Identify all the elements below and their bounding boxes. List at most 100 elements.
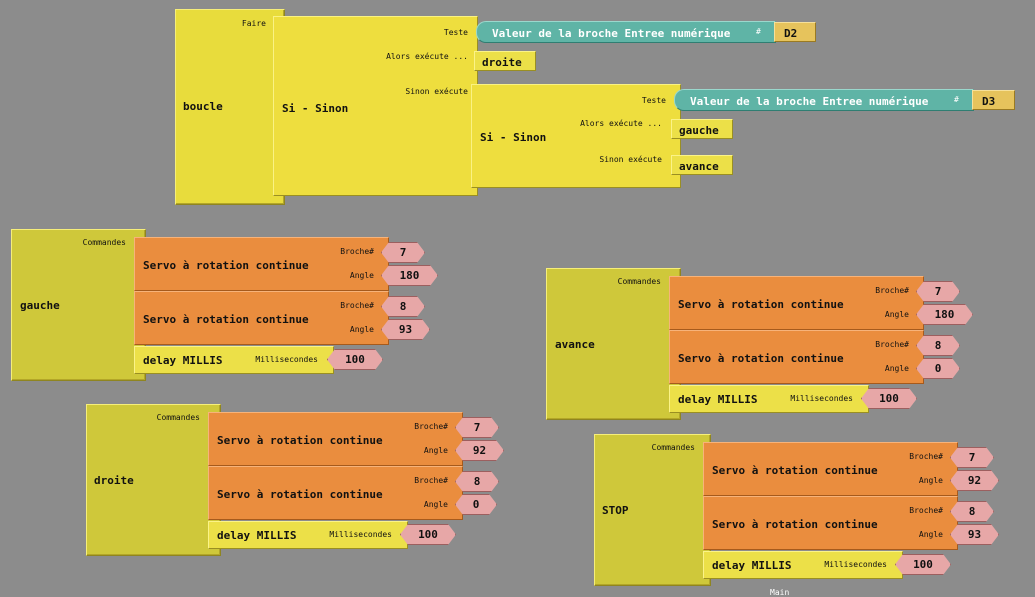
pin-d3-label: D3 xyxy=(982,95,996,108)
procedure-gauche-name: gauche xyxy=(20,299,60,312)
procedure-avance[interactable] xyxy=(546,268,681,420)
millisecondes-value[interactable]: 100 xyxy=(861,388,917,409)
angle-label: Angle xyxy=(349,271,374,280)
procedure-stop[interactable] xyxy=(594,434,711,586)
millisecondes-label: Millisecondes xyxy=(255,355,318,364)
call-droite-label: droite xyxy=(482,56,522,69)
angle-label: Angle xyxy=(918,476,943,485)
servo-label: Servo à rotation continue xyxy=(217,488,383,501)
procedure-stop-commandes: Commandes xyxy=(651,443,695,452)
angle-value[interactable]: 180 xyxy=(381,265,438,286)
if1-hash: # xyxy=(756,27,761,36)
broche-label: Broche# xyxy=(414,476,448,485)
millisecondes-label: Millisecondes xyxy=(329,530,392,539)
if2-alors-label: Alors exécute ... xyxy=(580,119,662,128)
millisecondes-value[interactable]: 100 xyxy=(327,349,383,370)
broche-value[interactable]: 7 xyxy=(381,242,425,263)
if1-sensor-label: Valeur de la broche Entree numérique xyxy=(492,27,731,40)
broche-label: Broche# xyxy=(340,301,374,310)
servo-block-gauche-2[interactable] xyxy=(134,291,389,345)
if2-sensor-label: Valeur de la broche Entree numérique xyxy=(690,95,929,108)
servo-label: Servo à rotation continue xyxy=(143,313,309,326)
if2-title: Si - Sinon xyxy=(480,131,547,144)
if-else-block-2[interactable] xyxy=(471,84,681,188)
angle-value[interactable]: 92 xyxy=(950,470,999,491)
if2-hash: # xyxy=(954,95,959,104)
angle-value[interactable]: 92 xyxy=(455,440,504,461)
servo-block-avance-2[interactable] xyxy=(669,330,924,384)
servo-block-stop-2[interactable] xyxy=(703,496,958,550)
servo-label: Servo à rotation continue xyxy=(712,464,878,477)
procedure-gauche-commandes: Commandes xyxy=(82,238,126,247)
servo-block-droite-1[interactable] xyxy=(208,412,463,466)
broche-label: Broche# xyxy=(909,506,943,515)
broche-label: Broche# xyxy=(909,452,943,461)
procedure-droite-commandes: Commandes xyxy=(156,413,200,422)
procedure-gauche[interactable] xyxy=(11,229,146,381)
call-avance-block[interactable] xyxy=(671,155,733,175)
angle-value[interactable]: 0 xyxy=(916,358,960,379)
millisecondes-value[interactable]: 100 xyxy=(895,554,951,575)
broche-value[interactable]: 7 xyxy=(950,447,994,468)
procedure-stop-name: STOP xyxy=(602,504,629,517)
servo-label: Servo à rotation continue xyxy=(217,434,383,447)
call-gauche-block[interactable] xyxy=(671,119,733,139)
delay-block-stop[interactable] xyxy=(703,551,903,579)
loop-block[interactable] xyxy=(175,9,285,205)
millisecondes-label: Millisecondes xyxy=(790,394,853,403)
broche-value[interactable]: 8 xyxy=(455,471,499,492)
angle-label: Angle xyxy=(918,530,943,539)
loop-name: boucle xyxy=(183,100,223,113)
servo-block-droite-2[interactable] xyxy=(208,466,463,520)
if1-title: Si - Sinon xyxy=(282,102,349,115)
broche-value[interactable]: 8 xyxy=(916,335,960,356)
pin-select-d3[interactable] xyxy=(972,90,1015,110)
broche-label: Broche# xyxy=(875,340,909,349)
servo-block-stop-1[interactable] xyxy=(703,442,958,496)
delay-label: delay MILLIS xyxy=(712,559,792,572)
if2-sinon-label: Sinon exécute xyxy=(599,155,662,164)
broche-value[interactable]: 8 xyxy=(950,501,994,522)
call-gauche-label: gauche xyxy=(679,124,719,137)
angle-value[interactable]: 0 xyxy=(455,494,497,515)
pin-d2-label: D2 xyxy=(784,27,798,40)
pin-select-d2[interactable] xyxy=(774,22,816,42)
if1-sinon-label: Sinon exécute xyxy=(405,87,468,96)
broche-label: Broche# xyxy=(414,422,448,431)
servo-block-gauche-1[interactable] xyxy=(134,237,389,291)
delay-label: delay MILLIS xyxy=(217,529,297,542)
servo-label: Servo à rotation continue xyxy=(678,352,844,365)
delay-label: delay MILLIS xyxy=(143,354,223,367)
angle-label: Angle xyxy=(423,500,448,509)
delay-label: delay MILLIS xyxy=(678,393,758,406)
broche-label: Broche# xyxy=(875,286,909,295)
angle-label: Angle xyxy=(884,364,909,373)
angle-value[interactable]: 180 xyxy=(916,304,973,325)
call-droite-block[interactable] xyxy=(474,51,536,71)
if2-teste-label: Teste xyxy=(641,96,666,105)
procedure-droite[interactable] xyxy=(86,404,221,556)
broche-value[interactable]: 8 xyxy=(381,296,425,317)
delay-block-droite[interactable] xyxy=(208,521,408,549)
if-else-block-1[interactable] xyxy=(273,16,478,196)
angle-label: Angle xyxy=(423,446,448,455)
millisecondes-label: Millisecondes xyxy=(824,560,887,569)
broche-label: Broche# xyxy=(340,247,374,256)
broche-value[interactable]: 7 xyxy=(455,417,499,438)
angle-label: Angle xyxy=(884,310,909,319)
angle-value[interactable]: 93 xyxy=(950,524,999,545)
servo-label: Servo à rotation continue xyxy=(143,259,309,272)
angle-value[interactable]: 93 xyxy=(381,319,430,340)
faire-label: Faire xyxy=(241,19,266,28)
delay-block-avance[interactable] xyxy=(669,385,869,413)
broche-value[interactable]: 7 xyxy=(916,281,960,302)
servo-label: Servo à rotation continue xyxy=(678,298,844,311)
procedure-avance-name: avance xyxy=(555,338,595,351)
call-avance-label: avance xyxy=(679,160,719,173)
if1-teste-label: Teste xyxy=(443,28,468,37)
millisecondes-value[interactable]: 100 xyxy=(400,524,456,545)
angle-label: Angle xyxy=(349,325,374,334)
procedure-avance-commandes: Commandes xyxy=(617,277,661,286)
procedure-droite-name: droite xyxy=(94,474,134,487)
servo-block-avance-1[interactable] xyxy=(669,276,924,330)
